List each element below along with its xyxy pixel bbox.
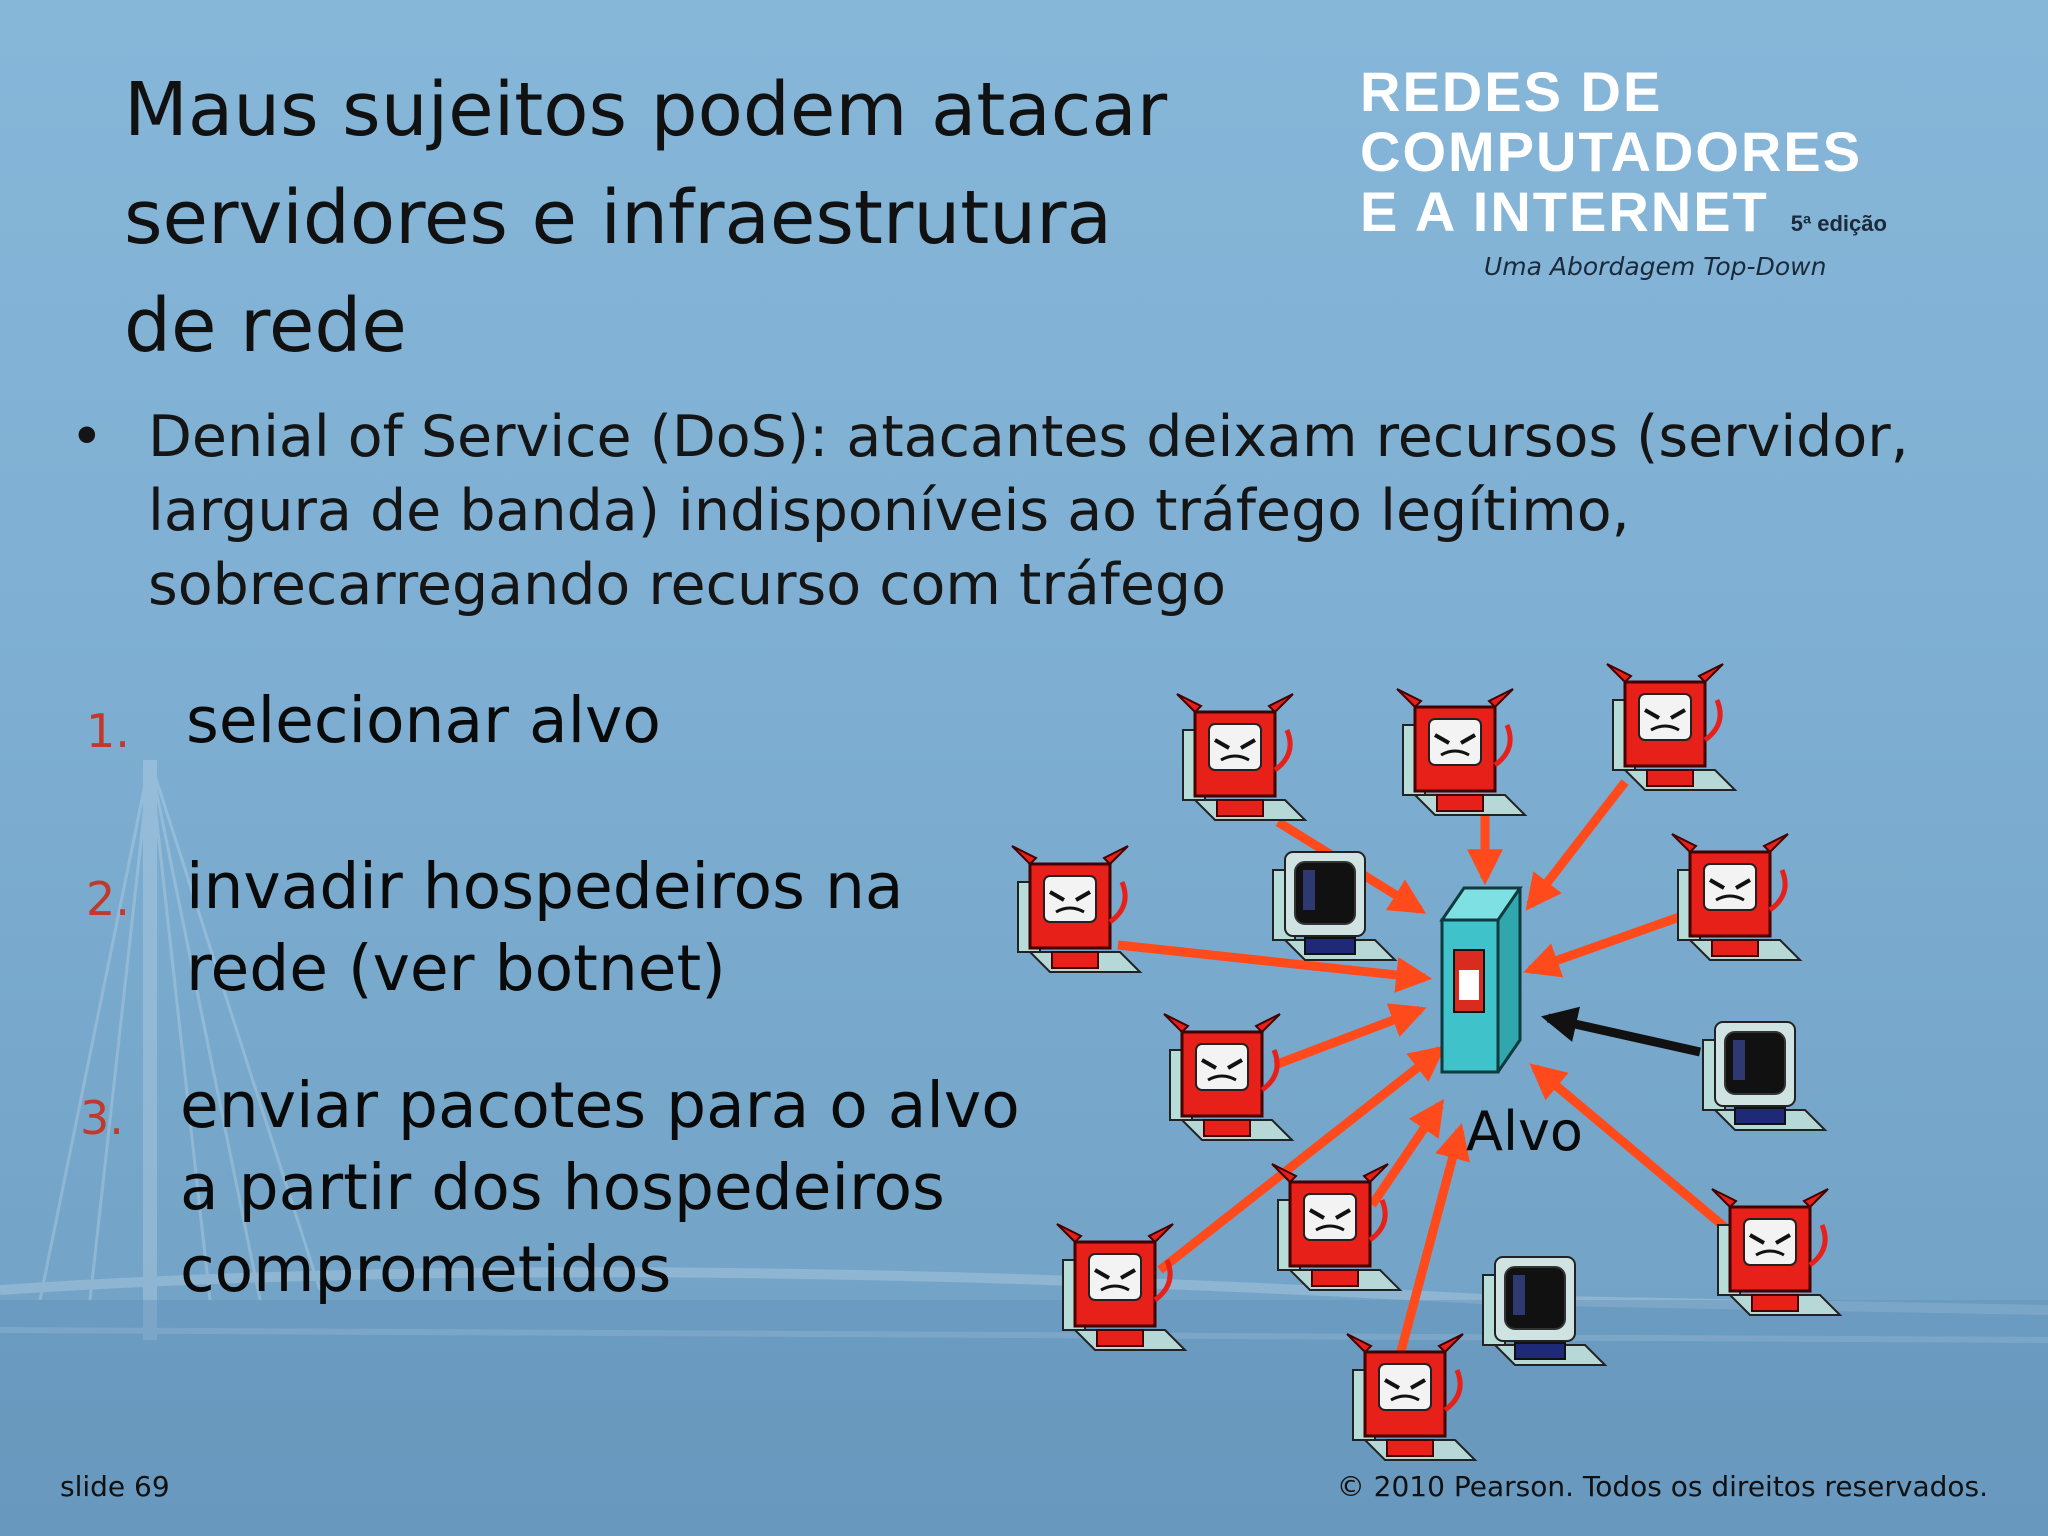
logo-line-2: COMPUTADORES	[1360, 120, 1863, 183]
attack-arrow-4	[1117, 940, 1433, 993]
bullet-line-2: largura de banda) indisponíveis ao tráfe…	[148, 478, 1630, 544]
attack-arrow-8	[1368, 1099, 1445, 1208]
step-1-line-1: selecionar alvo	[186, 684, 661, 757]
step-3-line-3: comprometidos	[180, 1233, 672, 1306]
bullet-line-1: Denial of Service (DoS): atacantes deixa…	[148, 404, 1909, 470]
attack-arrow-5	[1523, 910, 1687, 978]
attack-arrow-10	[1529, 1063, 1743, 1244]
compromised-host-7	[1164, 1014, 1292, 1140]
step-3-line-2: a partir dos hospedeiros	[180, 1151, 945, 1224]
attack-arrow-7	[1157, 1045, 1446, 1274]
normal-host-8	[1702, 1021, 1826, 1131]
step-2-line-2: rede (ver botnet)	[186, 932, 726, 1005]
compromised-host-11	[1712, 1189, 1840, 1315]
title-line-2: servidores e infraestrutura	[124, 175, 1112, 261]
step-3-line-1: enviar pacotes para o alvo	[180, 1069, 1020, 1142]
compromised-host-1	[1177, 694, 1305, 820]
normal-host-12	[1482, 1256, 1606, 1366]
compromised-host-10	[1057, 1224, 1185, 1350]
bullet-marker: •	[70, 404, 104, 470]
logo-line-3: E A INTERNET	[1360, 180, 1769, 243]
slide-title: Maus sujeitos podem atacar servidores e …	[124, 56, 1244, 380]
bullet-line-3: sobrecarregando recurso com tráfego	[148, 552, 1226, 618]
title-line-1: Maus sujeitos podem atacar	[124, 67, 1168, 153]
compromised-host-4	[1012, 846, 1140, 972]
step-3-number: 3.	[80, 1091, 124, 1145]
attack-arrow-6	[1273, 1003, 1427, 1070]
legitimate-traffic-arrow	[1540, 1006, 1701, 1057]
compromised-host-3	[1607, 664, 1735, 790]
title-line-3: de rede	[124, 283, 407, 369]
target-label: Alvo	[1466, 1100, 1583, 1163]
logo-edition: 5ª edição	[1790, 211, 1887, 236]
logo-line-1: REDES DE	[1360, 60, 1663, 123]
target-server	[1439, 886, 1523, 1074]
compromised-host-9	[1272, 1164, 1400, 1290]
compromised-host-6	[1672, 834, 1800, 960]
slide-number: slide 69	[60, 1470, 170, 1503]
attack-arrow-9	[1395, 1123, 1470, 1357]
copyright-notice: © 2010 Pearson. Todos os direitos reserv…	[1336, 1470, 1988, 1503]
step-2-number: 2.	[86, 872, 130, 926]
step-1-number: 1.	[86, 704, 130, 758]
logo-subtitle: Uma Abordagem Top-Down	[1484, 252, 1827, 281]
attack-arrow-3	[1525, 779, 1629, 911]
compromised-host-2	[1397, 689, 1525, 815]
compromised-host-13	[1347, 1334, 1475, 1460]
book-logo: REDES DE COMPUTADORES E A INTERNET 5ª edi…	[1360, 60, 1980, 282]
step-2-line-1: invadir hospedeiros na	[186, 850, 904, 923]
normal-host-5	[1272, 851, 1396, 961]
